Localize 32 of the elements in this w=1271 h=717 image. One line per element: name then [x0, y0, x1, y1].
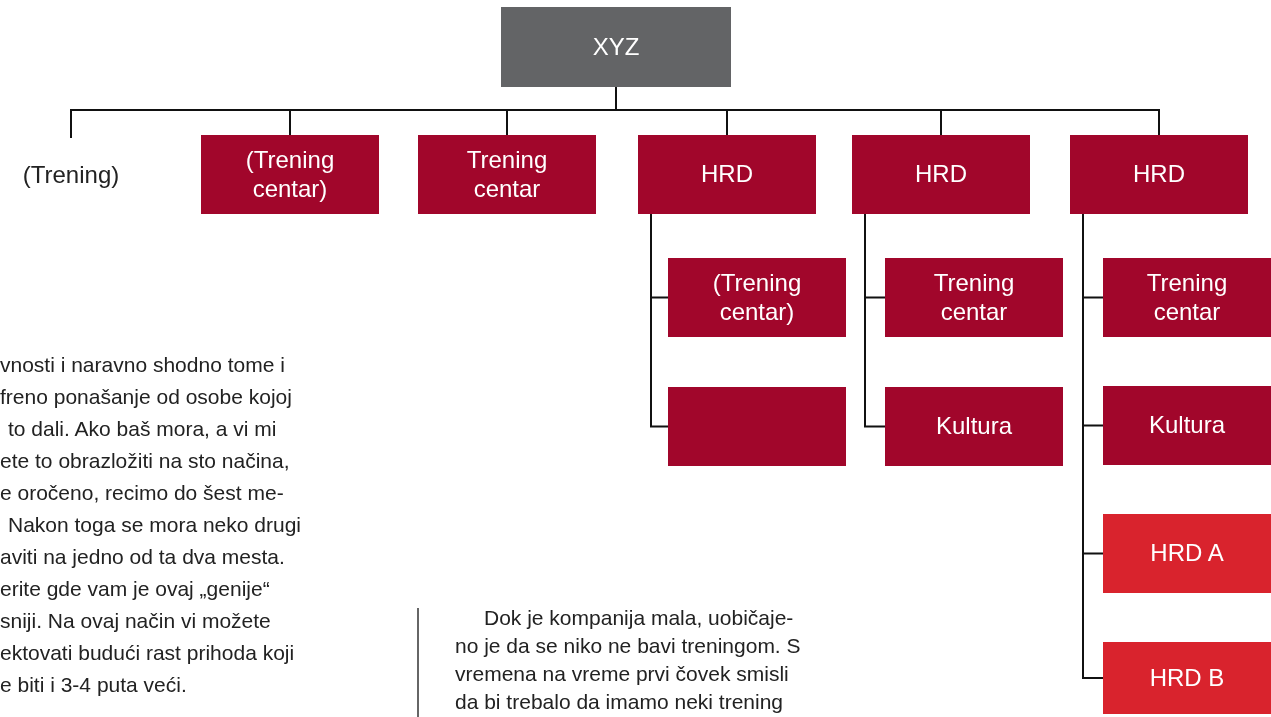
- org-unit-box: HRD A: [1103, 514, 1271, 593]
- org-unit-box: HRD: [1070, 135, 1248, 214]
- body-text-line: da bi trebalo da imamo neki trening: [455, 690, 784, 714]
- org-unit-box: Trening centar: [885, 258, 1063, 337]
- body-text-line: ete to obrazložiti na sto načina,: [0, 449, 290, 473]
- body-text-line: Dok je kompanija mala, uobičaje-: [484, 606, 794, 630]
- body-text-line: Nakon toga se mora neko drugi: [8, 513, 301, 537]
- body-text-line: to dali. Ako baš mora, a vi mi: [8, 417, 277, 441]
- connector-line: [864, 213, 886, 428]
- body-text-line: sniji. Na ovaj način vi možete: [0, 609, 271, 633]
- org-unit-box: (Trening centar): [201, 135, 379, 214]
- body-text-line: e oročeno, recimo do šest me-: [0, 481, 284, 505]
- body-text-line: freno ponašanje od osobe kojoj: [0, 385, 292, 409]
- org-unit-box: (Trening centar): [668, 258, 846, 337]
- org-unit-label: (Trening): [10, 160, 132, 190]
- connector-line: [650, 213, 669, 428]
- body-text-line: vremena na vreme prvi čovek smisli: [455, 662, 789, 686]
- org-unit-box: HRD: [852, 135, 1030, 214]
- org-unit-box: HRD B: [1103, 642, 1271, 714]
- body-text-line: erite gde vam je ovaj „genije“: [0, 577, 270, 601]
- body-text-line: no je da se niko ne bavi treningom. S: [455, 634, 801, 658]
- body-text-line: vnosti i naravno shodno tome i: [0, 353, 285, 377]
- org-unit-box: XYZ: [501, 7, 731, 87]
- body-text-line: e biti i 3-4 puta veći.: [0, 673, 187, 697]
- body-text-line: aviti na jedno od ta dva mesta.: [0, 545, 285, 569]
- org-unit-box: HRD: [638, 135, 816, 214]
- org-unit-box: Trening centar: [418, 135, 596, 214]
- body-text-line: ektovati budući rast prihoda koji: [0, 641, 295, 665]
- empty-box: [668, 387, 846, 466]
- org-unit-box: Kultura: [885, 387, 1063, 466]
- org-unit-box: Trening centar: [1103, 258, 1271, 337]
- org-unit-box: Kultura: [1103, 386, 1271, 465]
